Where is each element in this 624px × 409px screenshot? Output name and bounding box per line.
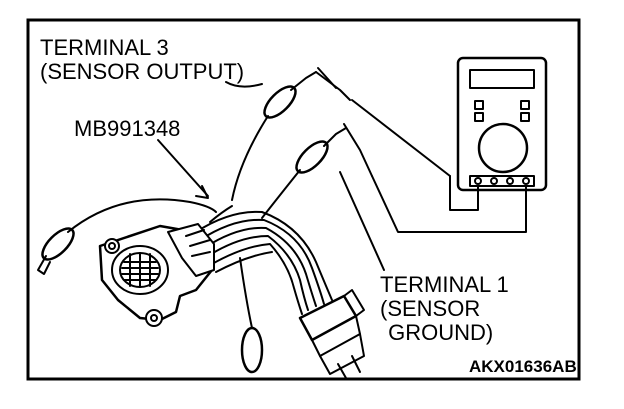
- leader-tool: [157, 139, 209, 197]
- multimeter-jack: [506, 177, 514, 185]
- meter-lead: [371, 175, 527, 233]
- probe-clip-terminal1: [261, 123, 373, 219]
- multimeter-dial: [477, 122, 529, 174]
- probe-clip-bottom: [239, 257, 264, 374]
- test-harness-wires: [195, 205, 333, 315]
- multimeter-button: [520, 112, 530, 122]
- meter-lead: [351, 99, 451, 177]
- label-terminal1-desc-line1: (SENSOR: [380, 296, 481, 321]
- probe-clip-left: [37, 198, 217, 275]
- figure-code: AKX01636AB: [469, 357, 577, 376]
- label-terminal3-title: TERMINAL 3: [40, 35, 169, 60]
- multimeter-jack: [474, 177, 482, 185]
- label-terminal1-title: TERMINAL 1: [380, 272, 509, 297]
- multimeter-display: [469, 69, 535, 89]
- multimeter-button: [474, 112, 484, 122]
- label-terminal1-desc-line2: GROUND): [382, 320, 494, 345]
- multimeter-jack: [522, 177, 530, 185]
- throttle-position-sensor: [98, 223, 215, 327]
- meter-lead: [449, 175, 479, 211]
- leader-terminal1: [339, 171, 385, 271]
- label-terminal3-desc: (SENSOR OUTPUT): [40, 59, 245, 84]
- probe-clip-terminal3: [231, 67, 351, 201]
- multimeter-jack: [490, 177, 498, 185]
- multimeter-button: [474, 100, 484, 110]
- harness-connector: [298, 289, 365, 379]
- multimeter-button: [520, 100, 530, 110]
- leader-tool-arrowhead: [195, 185, 209, 199]
- label-tool-part-number: MB991348: [74, 116, 181, 141]
- leader-terminal3: [225, 81, 263, 88]
- multimeter-jack-strip: [469, 175, 535, 187]
- multimeter: [456, 56, 548, 192]
